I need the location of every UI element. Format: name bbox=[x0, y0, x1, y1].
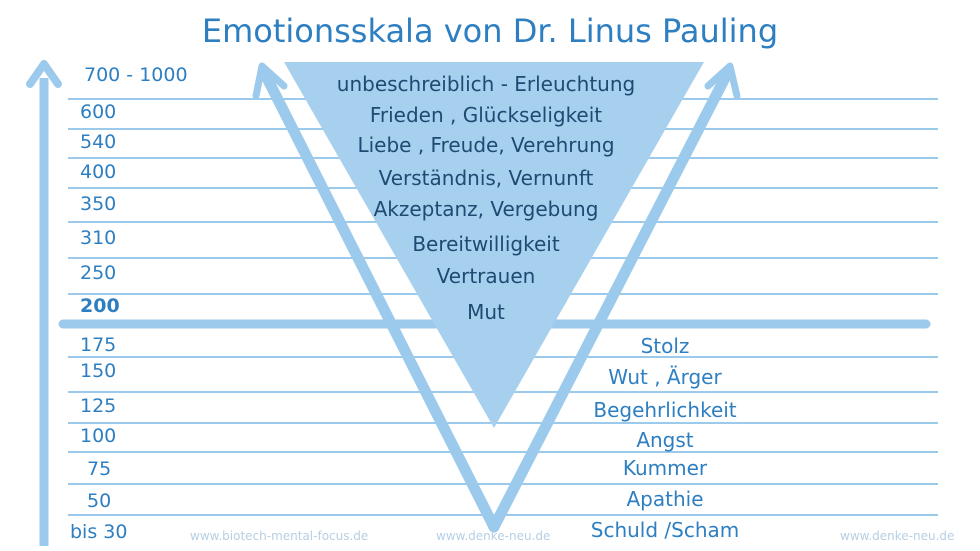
emotion-label: Liebe , Freude, Verehrung bbox=[357, 133, 615, 157]
level-label: 310 bbox=[80, 227, 117, 249]
level-label: 600 bbox=[80, 101, 117, 123]
diagram-title: Emotionsskala von Dr. Linus Pauling bbox=[201, 12, 779, 50]
level-label: 700 - 1000 bbox=[84, 64, 188, 86]
emotion-label: Kummer bbox=[622, 456, 708, 480]
level-label: 75 bbox=[87, 458, 112, 480]
level-label: 400 bbox=[80, 161, 117, 183]
emotion-label: Frieden , Glückseligkeit bbox=[369, 103, 603, 127]
emotion-label: Apathie bbox=[626, 487, 704, 511]
right-arrowhead-icon bbox=[704, 62, 741, 100]
emotion-label: Bereitwilligkeit bbox=[412, 232, 560, 256]
emotion-label: Wut , Ärger bbox=[608, 365, 722, 389]
level-label: 100 bbox=[80, 425, 117, 447]
level-label: 150 bbox=[80, 360, 117, 382]
watermark: www.biotech-mental-focus.de bbox=[190, 529, 369, 543]
watermark: www.denke-neu.de bbox=[436, 529, 551, 543]
level-label: 250 bbox=[80, 262, 117, 284]
level-label-threshold: 200 bbox=[80, 295, 120, 317]
emotion-label: Vertrauen bbox=[436, 264, 536, 288]
emotion-label: Mut bbox=[467, 300, 505, 324]
emotion-label: Verständnis, Vernunft bbox=[378, 166, 594, 190]
watermark: www.denke-neu.de bbox=[840, 529, 955, 543]
level-label: bis 30 bbox=[70, 521, 128, 543]
level-label: 125 bbox=[80, 395, 117, 417]
vertical-arrow bbox=[26, 60, 62, 546]
level-label: 540 bbox=[80, 131, 117, 153]
left-v-arrow bbox=[260, 70, 500, 533]
emotion-label: Schuld /Scham bbox=[590, 518, 740, 542]
right-v-arrow bbox=[488, 70, 732, 533]
emotion-label: Begehrlichkeit bbox=[593, 398, 737, 422]
emotion-label: Akzeptanz, Vergebung bbox=[373, 197, 599, 221]
level-label: 50 bbox=[87, 490, 112, 512]
left-arrowhead-icon bbox=[252, 62, 288, 100]
emotion-label: Angst bbox=[636, 428, 694, 452]
emotion-label: Stolz bbox=[640, 334, 690, 358]
emotion-label: unbeschreiblich - Erleuchtung bbox=[336, 72, 636, 96]
inverted-triangle bbox=[284, 62, 704, 428]
v-arrows bbox=[252, 62, 741, 533]
level-label: 175 bbox=[80, 334, 117, 356]
level-label: 350 bbox=[80, 193, 117, 215]
